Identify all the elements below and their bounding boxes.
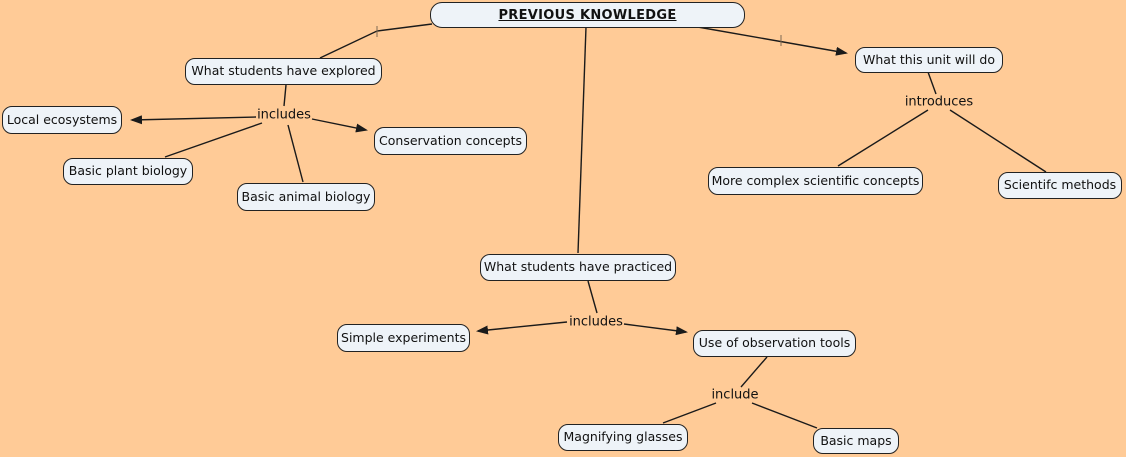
node-label: Conservation concepts — [379, 132, 522, 148]
node-label: Use of observation tools — [698, 335, 851, 351]
link-label-includes-practiced[interactable]: includes — [569, 314, 623, 330]
node-use-of-observation-tools[interactable]: Use of observation tools — [693, 330, 856, 357]
node-magnifying-glasses[interactable]: Magnifying glasses — [558, 424, 688, 451]
edge-includes-to-local-ecosystems — [130, 115, 257, 125]
node-label: Basic plant biology — [68, 163, 188, 179]
edge-introduces-to-scientifc-methods — [949, 109, 1047, 173]
node-basic-plant-biology[interactable]: Basic plant biology — [63, 158, 193, 185]
node-label: Scientifc methods — [1003, 177, 1117, 193]
edge-includes-to-observation-tools — [623, 323, 688, 336]
node-label: Simple experiments — [341, 329, 466, 345]
node-what-students-have-practiced[interactable]: What students have practiced — [480, 254, 676, 281]
edge-practiced-to-includes — [587, 280, 598, 314]
node-label: Local ecosystems — [6, 111, 118, 127]
node-label: What students have practiced — [483, 259, 673, 275]
edge-title-to-unit — [691, 25, 848, 56]
link-label-introduces[interactable]: introduces — [904, 94, 974, 110]
edge-title-to-practiced — [577, 26, 587, 254]
edge-includes-to-basic-plant-biology — [164, 122, 263, 158]
node-what-this-unit-will-do[interactable]: What this unit will do — [855, 47, 1003, 73]
edge-includes-to-basic-animal-biology — [287, 124, 304, 183]
edge-unit-to-introduces — [927, 71, 937, 95]
edge-includes-to-conservation-concepts — [311, 118, 368, 133]
edge-introduces-to-complex-concepts — [837, 109, 929, 167]
node-simple-experiments[interactable]: Simple experiments — [337, 324, 470, 352]
node-label: Basic maps — [820, 432, 892, 448]
node-conservation-concepts[interactable]: Conservation concepts — [374, 127, 527, 155]
node-label: Magnifying glasses — [563, 429, 683, 445]
node-scientifc-methods[interactable]: Scientifc methods — [998, 172, 1122, 199]
link-label-include-observation[interactable]: include — [711, 387, 759, 403]
node-label: What students have explored — [191, 63, 376, 79]
link-label-includes-explored[interactable]: includes — [257, 107, 311, 123]
node-local-ecosystems[interactable]: Local ecosystems — [2, 106, 122, 134]
node-label: Basic animal biology — [241, 188, 371, 204]
edge-observation-to-include — [740, 356, 768, 388]
edge-includes-to-simple-experiments — [476, 321, 568, 335]
node-previous-knowledge[interactable]: PREVIOUS KNOWLEDGE — [430, 2, 745, 28]
edge-explored-to-includes — [283, 84, 287, 107]
edge-title-to-explored — [319, 23, 433, 59]
edge-include-to-basic-maps — [751, 402, 818, 429]
node-basic-maps[interactable]: Basic maps — [813, 428, 899, 454]
node-label: PREVIOUS KNOWLEDGE — [498, 7, 677, 23]
edge-include-to-magnifying-glasses — [662, 402, 717, 424]
node-more-complex-scientific-concepts[interactable]: More complex scientific concepts — [708, 167, 923, 195]
node-basic-animal-biology[interactable]: Basic animal biology — [237, 183, 375, 211]
node-label: What this unit will do — [863, 51, 995, 67]
node-label: More complex scientific concepts — [711, 172, 920, 188]
node-what-students-have-explored[interactable]: What students have explored — [185, 58, 382, 85]
